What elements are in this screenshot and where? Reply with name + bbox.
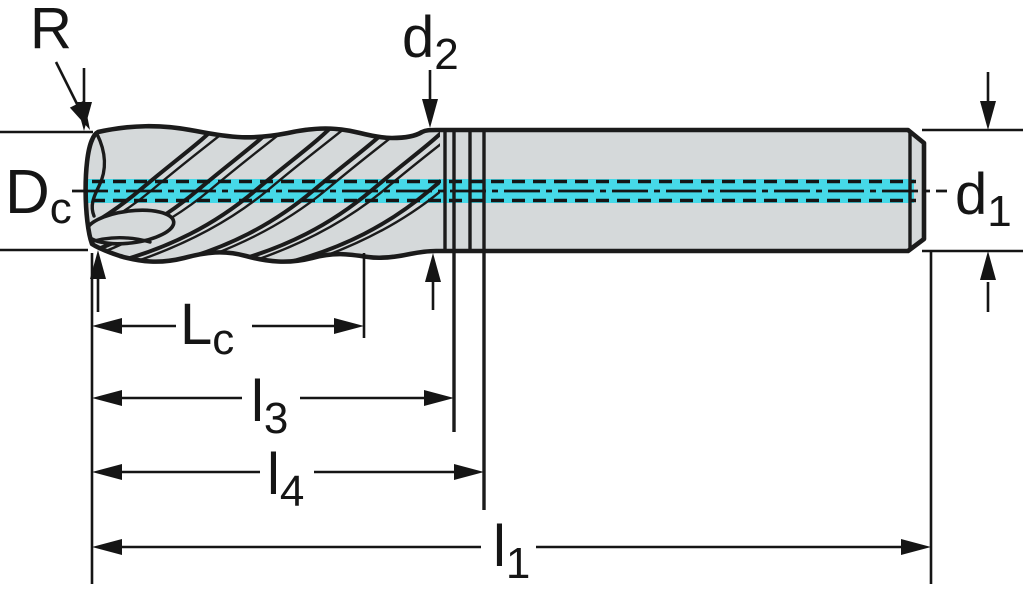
corner-radius-label: R bbox=[30, 0, 72, 61]
tool-outline bbox=[83, 123, 927, 264]
tool-body bbox=[72, 123, 947, 264]
dimension-neck-diameter: d2 bbox=[402, 5, 459, 310]
l1-label: l1 bbox=[493, 514, 530, 588]
shank-diameter-label: d1 bbox=[955, 162, 1012, 236]
dimension-l3: l3 bbox=[92, 369, 454, 443]
dimension-l4: l4 bbox=[92, 442, 484, 516]
dimension-l1: l1 bbox=[92, 514, 931, 588]
l4-label: l4 bbox=[267, 442, 304, 516]
cutting-diameter-label: Dc bbox=[5, 158, 72, 233]
end-tooth-nose-edge bbox=[90, 132, 107, 218]
dimension-cutting-diameter: Dc bbox=[5, 68, 106, 312]
dimension-cutting-length: Lc bbox=[92, 292, 364, 364]
neck-diameter-label: d2 bbox=[402, 5, 459, 79]
l3-label: l3 bbox=[251, 369, 288, 443]
extension-lines bbox=[0, 128, 1023, 584]
dimension-shank-diameter: d1 bbox=[955, 72, 1012, 312]
cutting-length-label: Lc bbox=[180, 292, 234, 364]
